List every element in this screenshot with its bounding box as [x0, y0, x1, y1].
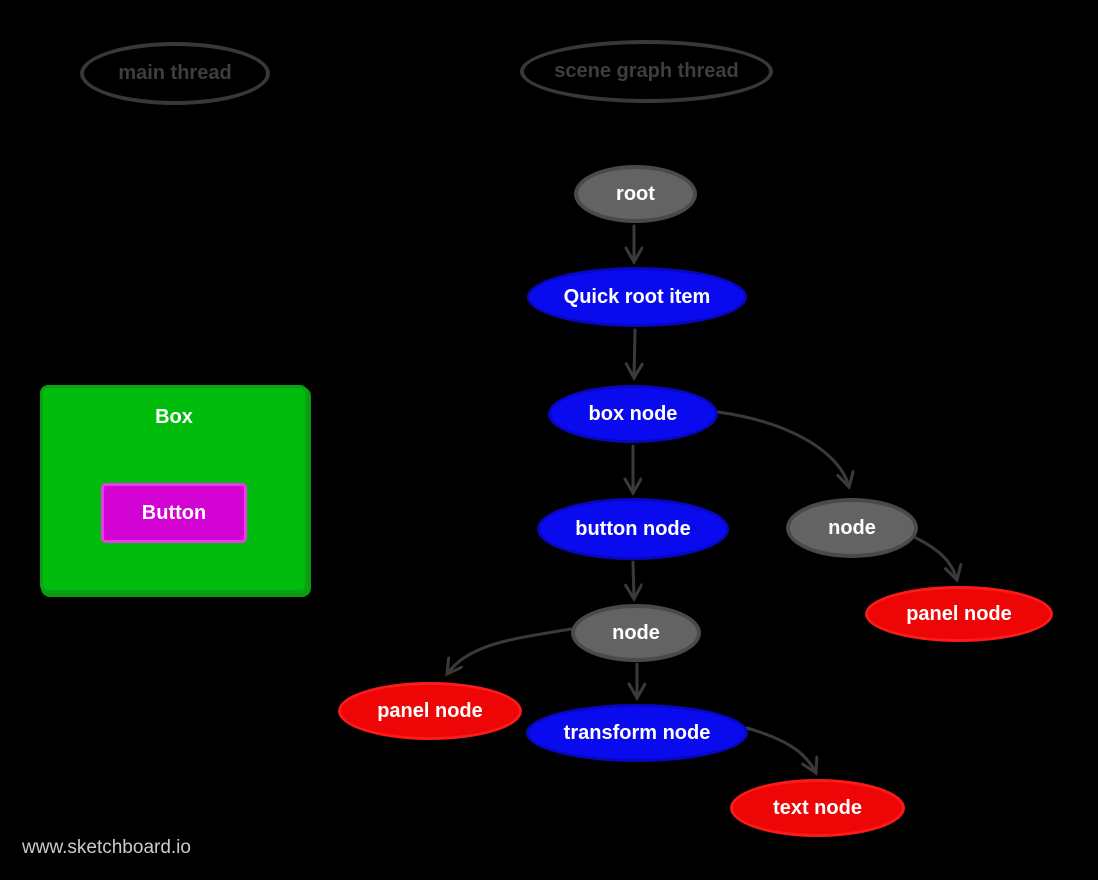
node-text-node-label: text node — [773, 796, 862, 819]
box-shape[interactable]: Box Button — [40, 385, 308, 593]
node-transform-node-label: transform node — [563, 721, 711, 744]
node-box-node[interactable]: box node — [548, 385, 718, 443]
node-box-node-label: box node — [588, 402, 678, 425]
button-label: Button — [141, 501, 207, 524]
main-thread-label: main thread — [118, 62, 232, 84]
scene-graph-thread-label: scene graph thread — [554, 60, 739, 82]
node-text-node[interactable]: text node — [730, 779, 905, 837]
sketchboard-watermark: www.sketchboard.io — [22, 837, 191, 858]
box-label: Box — [155, 406, 193, 428]
node-panel-node-left[interactable]: panel node — [338, 682, 522, 740]
edge-box-node-to-node-right — [716, 410, 849, 487]
node-mid-label: node — [612, 621, 660, 644]
node-quick-root-item-label: Quick root item — [563, 285, 711, 308]
node-quick-root-item[interactable]: Quick root item — [527, 267, 747, 327]
edge-button-node-to-node-mid — [633, 560, 634, 599]
node-transform-node[interactable]: transform node — [526, 704, 748, 762]
edge-transform-node-to-text-node — [745, 726, 816, 773]
node-button-node[interactable]: button node — [537, 498, 729, 560]
button-shape[interactable]: Button — [101, 483, 247, 543]
node-root-label: root — [616, 182, 655, 205]
scene-graph-thread-ellipse[interactable]: scene graph thread — [520, 40, 773, 103]
main-thread-ellipse[interactable]: main thread — [80, 42, 270, 105]
node-panel-node-left-label: panel node — [377, 699, 483, 722]
edge-node-right-to-panel-node-right — [914, 536, 957, 580]
node-button-node-label: button node — [575, 517, 691, 540]
edge-quick-root-item-to-box-node — [634, 328, 635, 378]
node-right[interactable]: node — [786, 498, 918, 558]
node-panel-node-right[interactable]: panel node — [865, 586, 1053, 642]
node-right-label: node — [828, 516, 876, 539]
node-panel-node-right-label: panel node — [906, 602, 1012, 625]
node-root[interactable]: root — [574, 165, 697, 223]
node-mid[interactable]: node — [571, 604, 701, 662]
edge-node-mid-to-panel-node-left — [447, 627, 573, 674]
